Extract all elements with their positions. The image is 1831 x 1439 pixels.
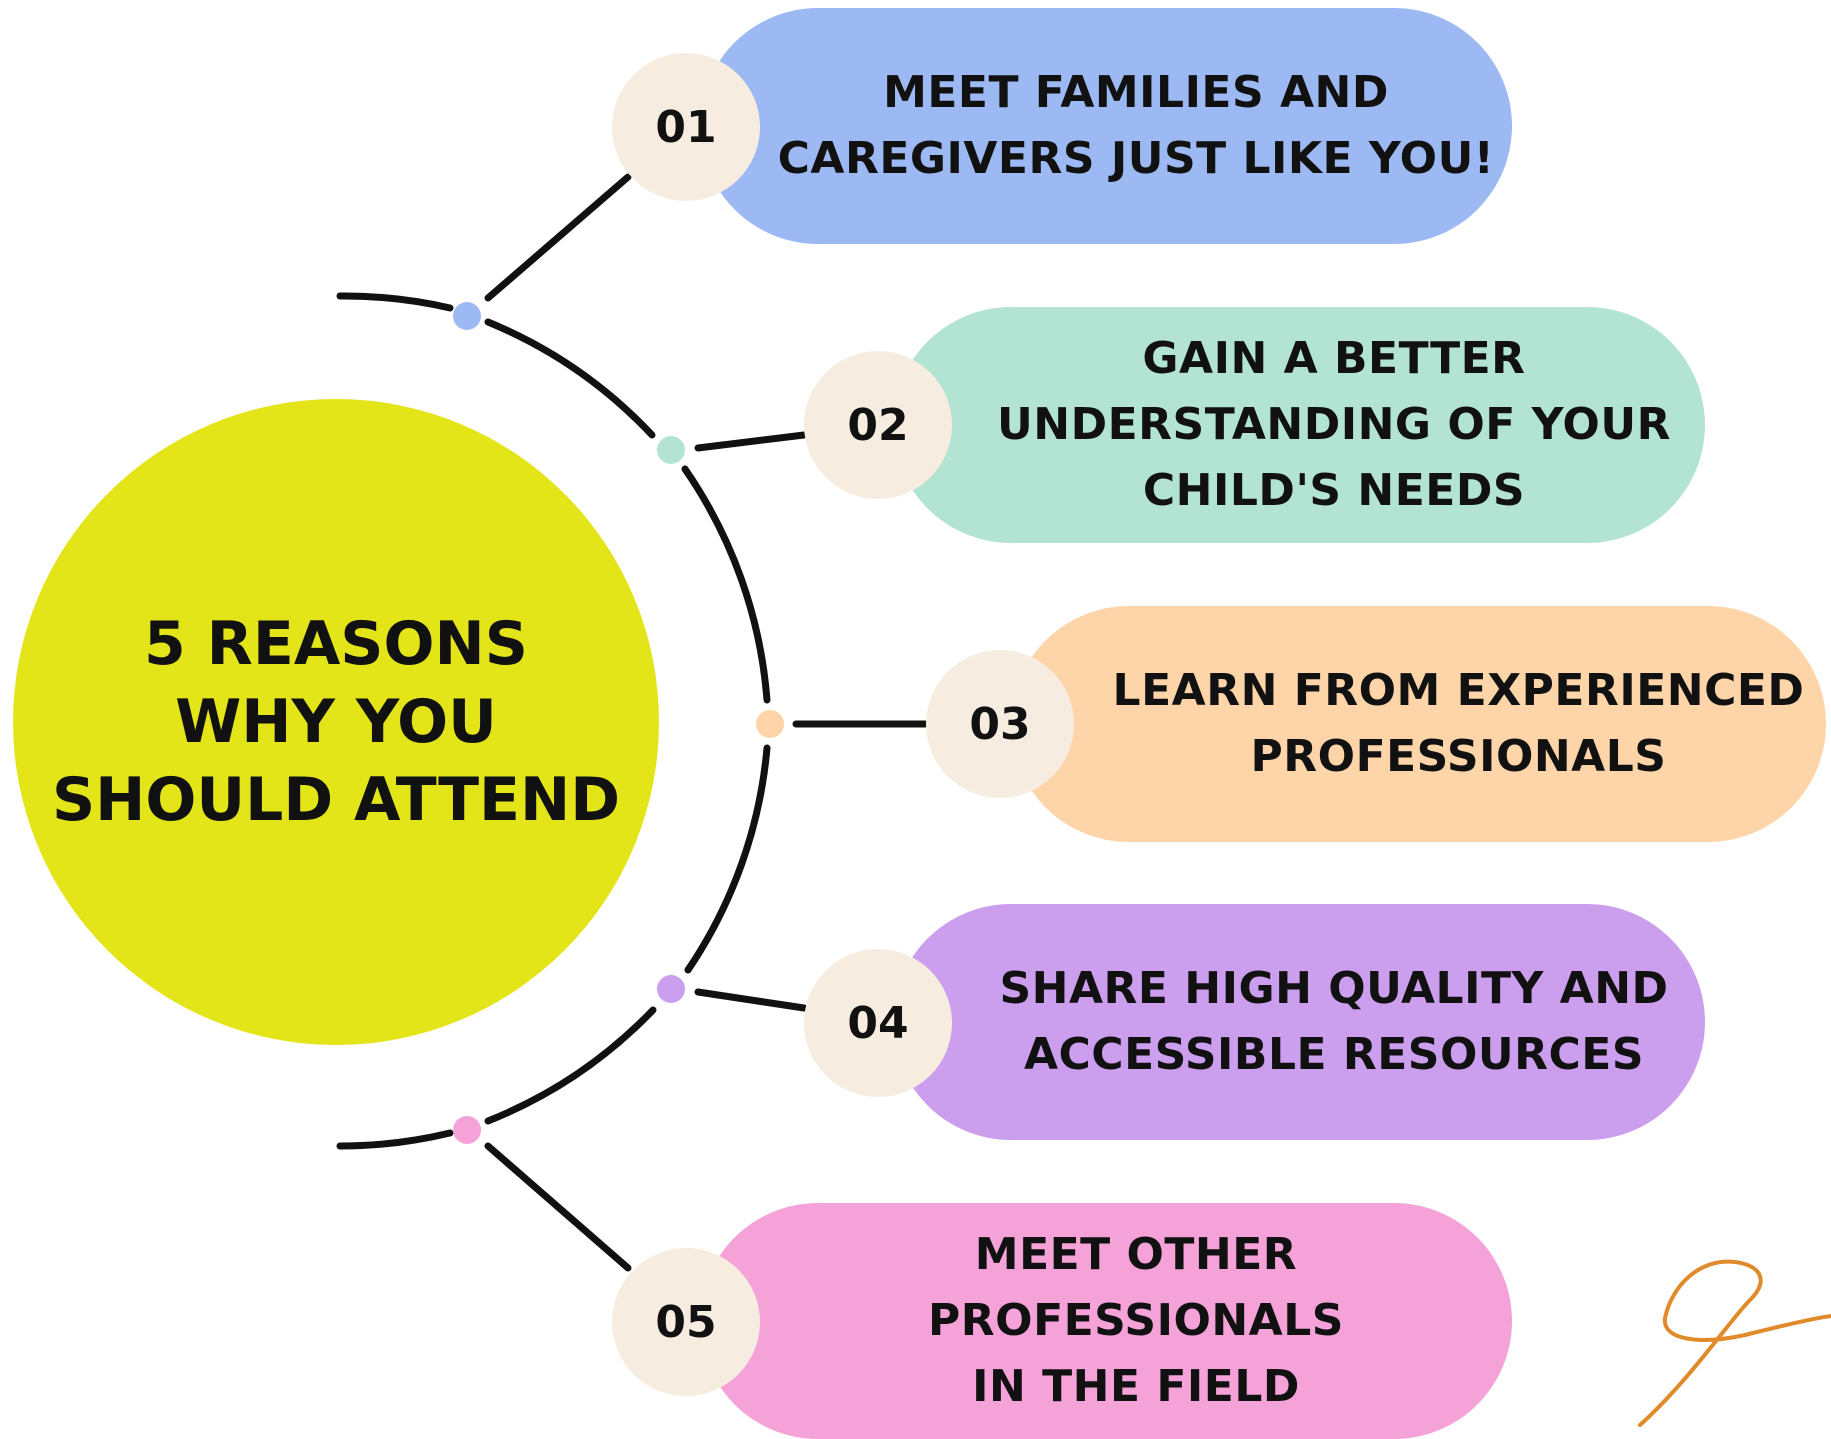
connector-spokes bbox=[484, 173, 929, 1272]
reason-number-1: 01 bbox=[655, 101, 717, 153]
connector-arc bbox=[336, 292, 771, 1150]
spoke-1 bbox=[484, 173, 632, 302]
reason-card-2: GAIN A BETTER UNDERSTANDING OF YOUR CHIL… bbox=[893, 307, 1705, 543]
spoke-5 bbox=[484, 1142, 632, 1272]
junction-dot-2 bbox=[657, 436, 685, 464]
junction-dot-3 bbox=[756, 710, 784, 738]
reason-text-4: SHARE HIGH QUALITY AND ACCESSIBLE RESOUR… bbox=[999, 963, 1669, 1080]
reason-number-4: 04 bbox=[847, 997, 909, 1049]
reason-number-badge-1: 01 bbox=[612, 53, 760, 201]
junction-dot-5 bbox=[453, 1116, 481, 1144]
spoke-2 bbox=[694, 431, 808, 452]
reason-card-5: MEET OTHER PROFESSIONALS IN THE FIELD bbox=[700, 1203, 1512, 1439]
hub-circle: 5 REASONS WHY YOU SHOULD ATTEND bbox=[13, 399, 659, 1045]
reason-card-3: LEARN FROM EXPERIENCED PROFESSIONALS bbox=[1011, 606, 1826, 842]
reason-number-badge-3: 03 bbox=[926, 650, 1074, 798]
reason-text-2: GAIN A BETTER UNDERSTANDING OF YOUR CHIL… bbox=[997, 333, 1671, 516]
reason-number-badge-5: 05 bbox=[612, 1248, 760, 1396]
reason-number-5: 05 bbox=[655, 1296, 717, 1348]
reason-card-4: SHARE HIGH QUALITY AND ACCESSIBLE RESOUR… bbox=[893, 904, 1705, 1140]
junction-dot-4 bbox=[657, 975, 685, 1003]
reason-number-badge-2: 02 bbox=[804, 351, 952, 499]
reason-number-2: 02 bbox=[847, 399, 909, 451]
hub-title: 5 REASONS WHY YOU SHOULD ATTEND bbox=[51, 609, 621, 835]
swirl-squiggle-icon bbox=[1638, 1259, 1831, 1427]
reason-card-1: MEET FAMILIES AND CAREGIVERS JUST LIKE Y… bbox=[700, 8, 1512, 244]
reason-text-3: LEARN FROM EXPERIENCED PROFESSIONALS bbox=[1112, 665, 1805, 782]
reason-text-1: MEET FAMILIES AND CAREGIVERS JUST LIKE Y… bbox=[777, 67, 1495, 184]
reason-number-badge-4: 04 bbox=[804, 949, 952, 1097]
reason-number-3: 03 bbox=[969, 698, 1031, 750]
reason-text-5: MEET OTHER PROFESSIONALS IN THE FIELD bbox=[928, 1229, 1344, 1412]
junction-dot-1 bbox=[453, 302, 481, 330]
spoke-4 bbox=[694, 988, 808, 1012]
